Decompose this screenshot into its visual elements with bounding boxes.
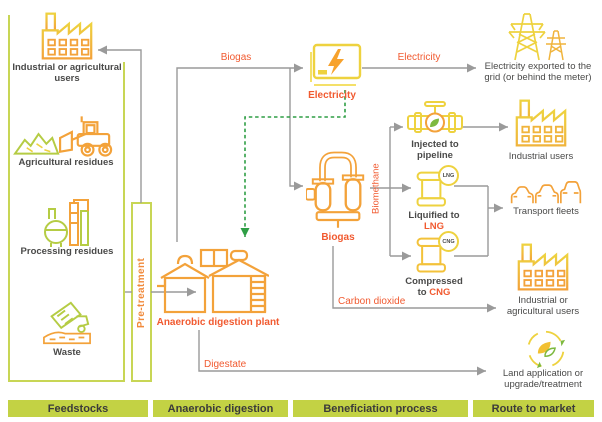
waste-label: Waste (53, 347, 81, 358)
biomethane-flow-label: Biomethane (370, 163, 382, 215)
electricity-generation (308, 42, 364, 88)
cng-badge: CNG (438, 231, 459, 252)
grid-export (505, 8, 571, 62)
cng-label: Compressed to CNG (405, 276, 463, 298)
industrial-agricultural-users-co2-label: Industrial or agricultural users (506, 295, 580, 317)
recycle-leaf-icon (527, 330, 566, 369)
digester-plant-icon (157, 248, 269, 314)
lng-label: Liquified to LNG (408, 210, 460, 232)
transport-fleets (510, 180, 582, 206)
anaerobic-digestion-plant-label: Anaerobic digestion plant (156, 317, 280, 328)
generator-icon (310, 43, 362, 86)
lng-badge: LNG (438, 165, 459, 186)
lightning-bolt-icon (328, 49, 344, 75)
digestate-line (198, 330, 486, 376)
agricultural-residues-item (13, 112, 117, 158)
electricity-flow-label: Electricity (397, 52, 441, 63)
pipeline-injection-label: Injected to pipeline (411, 139, 459, 161)
agricultural-residues-label: Agricultural residues (18, 157, 114, 168)
industrial-users-label: Industrial users (508, 151, 574, 162)
industrial-agricultural-users-co2 (516, 242, 570, 292)
cars-icon (510, 181, 582, 204)
band-feedstocks: Feedstocks (8, 400, 148, 417)
industrial-agricultural-users-source (40, 11, 94, 61)
biogas-unit-icon (306, 151, 365, 228)
carbon-dioxide-flow-label: Carbon dioxide (338, 296, 406, 307)
co2-line (332, 246, 496, 313)
anaerobic-digestion-plant (157, 238, 269, 314)
feedstocks-box (8, 15, 125, 382)
biogas-branch (289, 68, 303, 191)
grid-export-label: Electricity exported to the grid (or beh… (484, 61, 592, 83)
band-beneficiation-process: Beneficiation process (293, 400, 468, 417)
factory-icon (41, 12, 93, 60)
pipeline-injection (406, 101, 464, 141)
transport-fleets-label: Transport fleets (513, 206, 579, 217)
factory-icon (517, 243, 569, 291)
biogas-line (176, 63, 303, 242)
industrial-agricultural-users-source-label: Industrial or agricultural users (12, 62, 122, 84)
processing-residues-item (41, 199, 91, 247)
cng-node: CNG (413, 231, 459, 277)
biogas-flow-label: Biogas (220, 52, 252, 63)
land-application (526, 329, 566, 369)
wheel-loader-icon (13, 116, 113, 157)
processing-plant-icon (44, 199, 89, 247)
lng-node: LNG (413, 165, 459, 211)
processing-residues-label: Processing residues (20, 246, 114, 257)
pipeline-valve-icon (407, 101, 463, 133)
pretreatment-label: Pre-treatment (136, 257, 147, 328)
pylon-icon (508, 13, 566, 61)
waste-item (42, 300, 92, 348)
factory-icon (515, 99, 567, 147)
return-line (98, 45, 142, 203)
electricity-feedback-line (240, 90, 346, 237)
biogas-node-label: Biogas (321, 232, 355, 243)
band-anaerobic-digestion: Anaerobic digestion (153, 400, 288, 417)
industrial-users (514, 98, 568, 148)
electricity-node-label: Electricity (308, 90, 356, 101)
digestate-flow-label: Digestate (204, 359, 247, 370)
band-route-to-market: Route to market (473, 400, 594, 417)
leaf-icon (430, 118, 439, 127)
land-application-label: Land application or upgrade/treatment (502, 368, 584, 390)
dump-truck-icon (43, 301, 91, 345)
biogas-upgrading-unit (306, 146, 370, 230)
